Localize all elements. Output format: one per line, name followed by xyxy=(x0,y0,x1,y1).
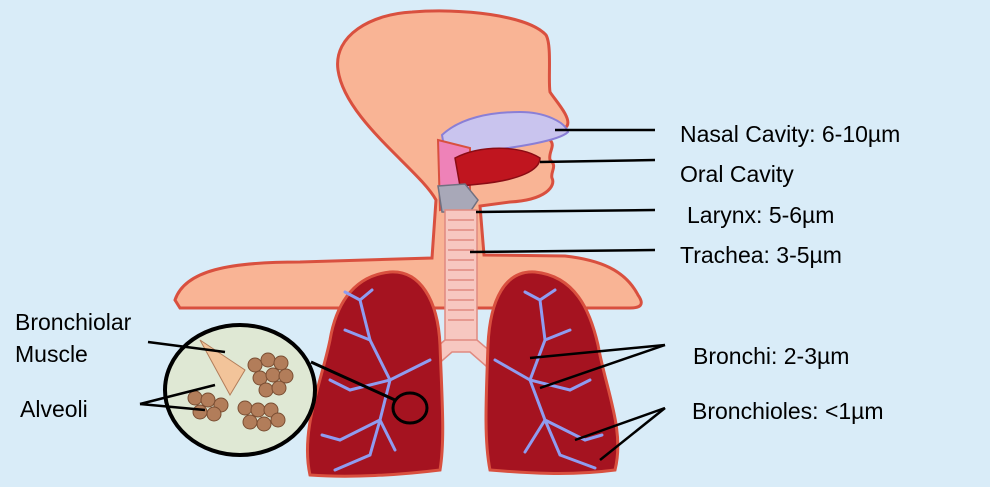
label-nasal-cavity: Nasal Cavity: 6-10µm xyxy=(680,123,900,146)
label-bronchiolar-muscle-line2: Muscle xyxy=(15,343,88,366)
label-alveoli: Alveoli xyxy=(20,398,88,421)
label-larynx: Larynx: 5-6µm xyxy=(687,204,834,227)
alveoli-magnifier xyxy=(165,325,315,455)
label-bronchiolar-muscle-line1: Bronchiolar xyxy=(15,311,131,334)
body-silhouette xyxy=(175,11,641,308)
label-trachea: Trachea: 3-5µm xyxy=(680,244,842,267)
label-bronchioles: Bronchioles: <1µm xyxy=(692,400,884,423)
label-bronchi: Bronchi: 2-3µm xyxy=(693,345,849,368)
label-oral-cavity: Oral Cavity xyxy=(680,163,794,186)
